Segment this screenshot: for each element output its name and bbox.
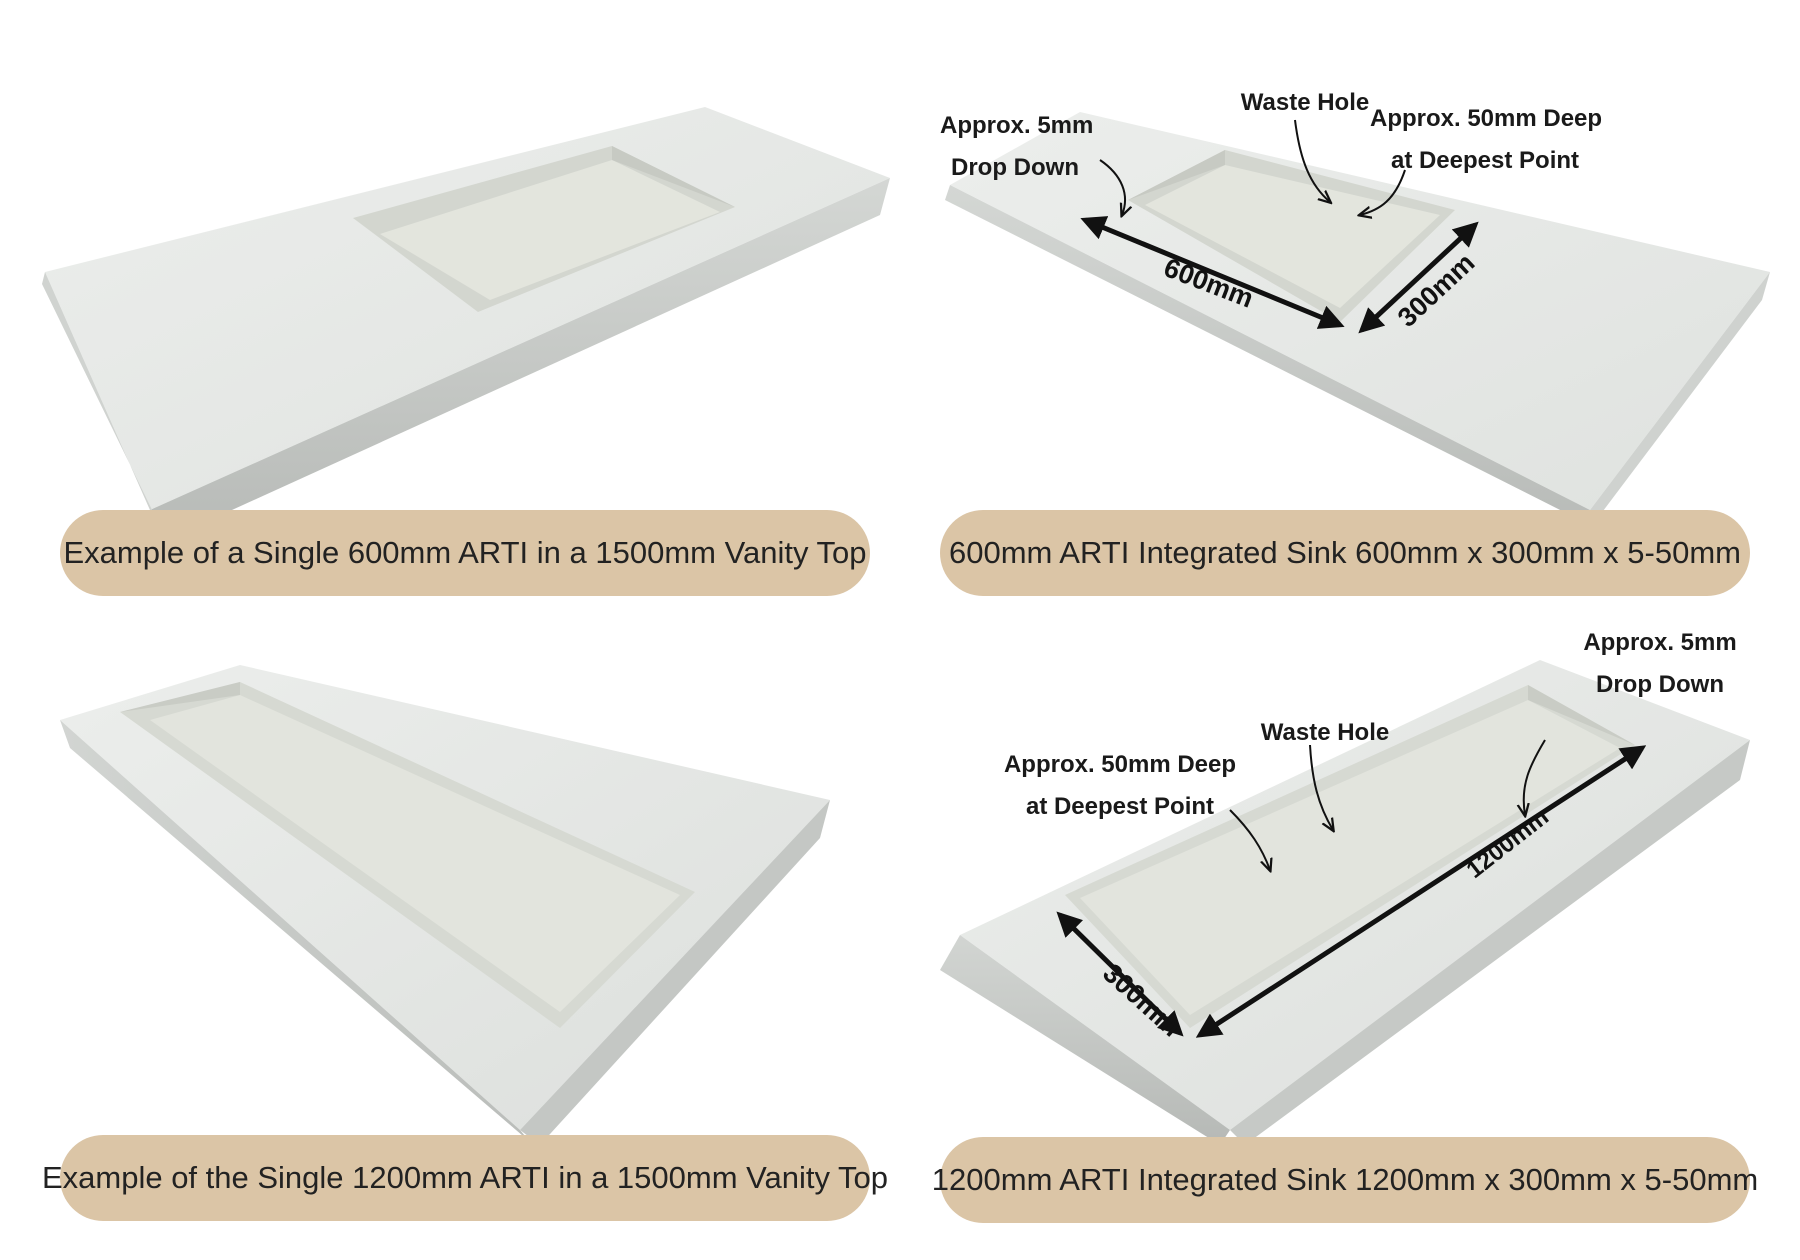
deepest-point-callout-arrow	[1360, 169, 1406, 215]
drop-down-line1: Approx. 5mm	[940, 112, 1094, 139]
caption: Example of the Single 1200mm ARTI in a 1…	[42, 1135, 888, 1221]
panel-single-600-example: Example of a Single 600mm ARTI in a 1500…	[0, 0, 900, 620]
drop-down-annotation: Approx. 5mm Drop Down	[940, 105, 1094, 189]
caption: Example of a Single 600mm ARTI in a 1500…	[60, 510, 870, 596]
vanity-top-1200-dimension-photo	[940, 660, 1750, 1145]
caption: 1200mm ARTI Integrated Sink 1200mm x 300…	[932, 1137, 1758, 1223]
length-dimension-arrow	[1080, 216, 1345, 329]
length-dimension-arrow	[1195, 745, 1647, 1038]
drop-down-line1: Approx. 5mm	[1583, 629, 1737, 656]
panel-single-1200-example: Example of the Single 1200mm ARTI in a 1…	[0, 630, 900, 1260]
deep-line2: at Deepest Point	[1390, 147, 1580, 174]
drop-down-callout-arrow	[1524, 739, 1546, 815]
deepest-point-annotation: Approx. 50mm Deep at Deepest Point	[1370, 98, 1603, 182]
width-dimension-arrow	[1358, 221, 1479, 334]
panel-600-dimensions: Approx. 5mm Drop Down Waste Hole Approx.…	[900, 0, 1800, 620]
vanity-top-1200-photo	[60, 665, 830, 1145]
drop-down-callout-arrow	[1099, 159, 1125, 215]
drop-down-line2: Drop Down	[1596, 671, 1724, 698]
deep-line2: at Deepest Point	[1025, 793, 1215, 820]
drop-down-line2: Drop Down	[951, 154, 1079, 181]
caption: 600mm ARTI Integrated Sink 600mm x 300mm…	[940, 510, 1750, 596]
deepest-point-callout-arrow	[1229, 809, 1270, 870]
vanity-top-600-dimension-photo	[945, 112, 1770, 520]
waste-hole-callout-arrow	[1309, 744, 1333, 830]
deep-line1: Approx. 50mm Deep	[1003, 751, 1237, 778]
vanity-top-600-photo	[42, 107, 890, 520]
panel-1200-dimensions: Approx. 5mm Drop Down Waste Hole Approx.…	[900, 629, 1800, 1260]
waste-hole-callout-arrow	[1294, 119, 1330, 202]
drop-down-annotation: Approx. 5mm Drop Down	[1575, 622, 1745, 706]
waste-hole-annotation: Waste Hole	[1240, 89, 1370, 116]
width-dimension-arrow	[1056, 911, 1184, 1037]
waste-hole-annotation: Waste Hole	[1260, 719, 1390, 746]
deepest-point-annotation: Approx. 50mm Deep at Deepest Point	[1000, 744, 1240, 828]
deep-line1: Approx. 50mm Deep	[1370, 105, 1603, 132]
